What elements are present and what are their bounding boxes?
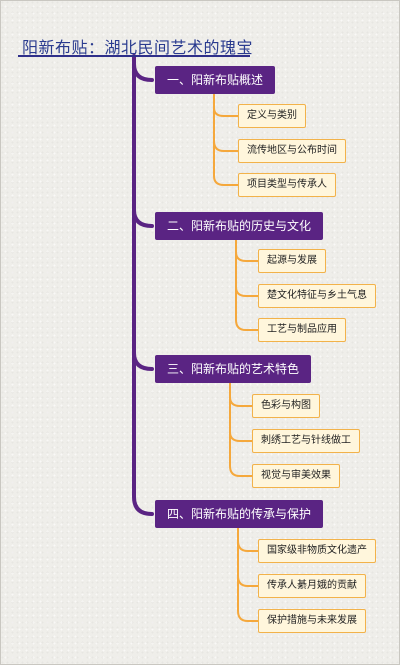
- section-4-item-2: 传承人綦月娥的贡献: [258, 574, 366, 598]
- trunk-line: [132, 54, 154, 516]
- section-3-item-1: 色彩与构图: [252, 394, 320, 418]
- section-1-item-1: 定义与类别: [238, 104, 306, 128]
- section-2-item-1: 起源与发展: [258, 249, 326, 273]
- section-1-item-2: 流传地区与公布时间: [238, 139, 346, 163]
- trunk-branch-2: [132, 208, 154, 228]
- diagram-title: 阳新布贴：湖北民间艺术的瑰宝: [22, 38, 254, 57]
- branch-line-4: [237, 527, 259, 622]
- section-3-node: 三、阳新布贴的艺术特色: [155, 355, 312, 383]
- section-2-item-3: 工艺与制品应用: [258, 318, 346, 342]
- section-4-item-3: 保护措施与未来发展: [258, 609, 366, 633]
- trunk-branch-3: [132, 351, 154, 371]
- title-underline: [18, 55, 250, 57]
- branch-line-1: [213, 93, 239, 186]
- section-3-item-2: 刺绣工艺与针线做工: [252, 429, 360, 453]
- section-3-item-3: 视觉与审美效果: [252, 464, 340, 488]
- trunk-branch-1: [132, 62, 154, 82]
- section-1-item-3: 项目类型与传承人: [238, 173, 336, 197]
- section-4-item-1: 国家级非物质文化遗产: [258, 539, 376, 563]
- branch-line-3: [229, 382, 253, 477]
- section-1-node: 一、阳新布贴概述: [155, 66, 276, 94]
- branch-line-2: [235, 239, 259, 331]
- section-4-node: 四、阳新布贴的传承与保护: [155, 500, 324, 528]
- section-2-node: 二、阳新布贴的历史与文化: [155, 212, 324, 240]
- section-2-item-2: 楚文化特征与乡土气息: [258, 284, 376, 308]
